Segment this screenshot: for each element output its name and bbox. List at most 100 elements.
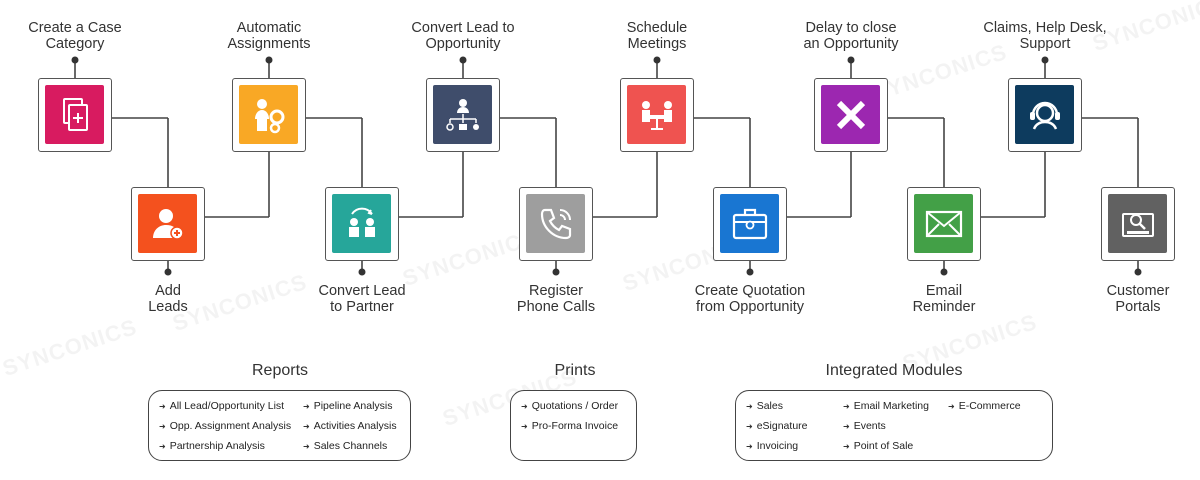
connector-dot xyxy=(265,56,273,64)
step-label-line: Customer xyxy=(1106,283,1170,299)
report-item: ➜Sales Channels xyxy=(303,440,388,452)
connector-dot xyxy=(940,268,948,276)
step-box xyxy=(1101,187,1175,261)
step-label-line: Add xyxy=(155,283,181,299)
module-item: ➜Email Marketing xyxy=(843,400,929,412)
step-box xyxy=(38,78,112,152)
connector-dot xyxy=(71,56,79,64)
step-label-line: Schedule xyxy=(626,20,688,36)
step-label-line: Create Quotation xyxy=(694,283,806,299)
step-icon-tile xyxy=(433,85,492,144)
step-label-line: Reminder xyxy=(912,299,976,315)
envelope-icon xyxy=(925,210,962,237)
step-label-line: Email xyxy=(925,283,963,299)
connector-dot xyxy=(358,268,366,276)
step-box xyxy=(907,187,981,261)
close-x-icon xyxy=(836,100,865,129)
phone-call-icon xyxy=(540,208,571,239)
module-item: ➜E-Commerce xyxy=(948,400,1021,412)
connector-dot xyxy=(164,268,172,276)
reports-title: Reports xyxy=(251,362,309,379)
step-label-line: an Opportunity xyxy=(803,36,899,52)
step-icon-tile xyxy=(1108,194,1167,253)
meeting-table-icon xyxy=(641,100,672,130)
step-label-line: Create a Case xyxy=(28,20,122,36)
step-label-line: Convert Lead xyxy=(318,283,406,299)
step-label-line: Claims, Help Desk, xyxy=(983,20,1107,36)
org-chart-icon xyxy=(445,98,479,131)
step-label-line: to Partner xyxy=(330,299,394,315)
add-user-icon xyxy=(152,208,184,240)
step-label-line: Phone Calls xyxy=(516,299,596,315)
connector-dot xyxy=(1041,56,1049,64)
step-icon-tile xyxy=(239,85,298,144)
headset-icon xyxy=(1029,101,1060,130)
step-icon-tile xyxy=(332,194,391,253)
report-item: ➜Partnership Analysis xyxy=(159,440,265,452)
step-icon-tile xyxy=(1015,85,1074,144)
step-label-line: Leads xyxy=(148,299,188,315)
report-item: ➜All Lead/Opportunity List xyxy=(159,400,285,412)
assignment-gears-icon xyxy=(254,98,284,133)
prints-panel: ➜Quotations / Order ➜Pro-Forma Invoice xyxy=(510,390,637,461)
print-item: ➜Quotations / Order xyxy=(521,400,619,412)
connector-dot xyxy=(1134,268,1142,276)
prints-title: Prints xyxy=(554,362,596,379)
portal-search-icon xyxy=(1121,212,1154,237)
documents-plus-icon xyxy=(62,97,88,131)
step-icon-tile xyxy=(720,194,779,253)
report-item: ➜Pipeline Analysis xyxy=(303,400,393,412)
step-icon-tile xyxy=(627,85,686,144)
partner-exchange-icon xyxy=(348,207,375,237)
step-label-line: Assignments xyxy=(227,36,311,52)
step-box xyxy=(713,187,787,261)
modules-panel: ➜Sales ➜eSignature ➜Invoicing ➜Email Mar… xyxy=(735,390,1053,461)
step-label-line: from Opportunity xyxy=(696,299,804,315)
step-label-line: Portals xyxy=(1115,299,1161,315)
step-label-line: Convert Lead to xyxy=(411,20,515,36)
connector-dot xyxy=(847,56,855,64)
step-icon-tile xyxy=(821,85,880,144)
step-label-line: Category xyxy=(45,36,105,52)
step-label-line: Register xyxy=(529,283,583,299)
step-icon-tile xyxy=(914,194,973,253)
reports-panel: ➜All Lead/Opportunity List ➜Opp. Assignm… xyxy=(148,390,411,461)
step-icon-tile xyxy=(138,194,197,253)
step-label-line: Meetings xyxy=(627,36,687,52)
step-box xyxy=(426,78,500,152)
report-item: ➜Opp. Assignment Analysis xyxy=(159,420,292,432)
module-item: ➜Sales xyxy=(746,400,783,412)
step-box xyxy=(519,187,593,261)
step-box xyxy=(814,78,888,152)
step-box xyxy=(131,187,205,261)
step-icon-tile xyxy=(526,194,585,253)
step-label-line: Delay to close xyxy=(805,20,897,36)
step-box xyxy=(620,78,694,152)
step-label-line: Automatic xyxy=(236,20,302,36)
step-label-line: Support xyxy=(1019,36,1071,52)
report-item: ➜Activities Analysis xyxy=(303,420,397,432)
briefcase-icon xyxy=(732,208,767,239)
step-label: Claims, Help Desk,Support xyxy=(960,20,1130,52)
step-label-line: Opportunity xyxy=(425,36,501,52)
module-item: ➜Invoicing xyxy=(746,440,799,452)
connector-dot xyxy=(459,56,467,64)
step-box xyxy=(232,78,306,152)
connector-dot xyxy=(653,56,661,64)
print-item: ➜Pro-Forma Invoice xyxy=(521,420,619,432)
step-box xyxy=(1008,78,1082,152)
step-icon-tile xyxy=(45,85,104,144)
